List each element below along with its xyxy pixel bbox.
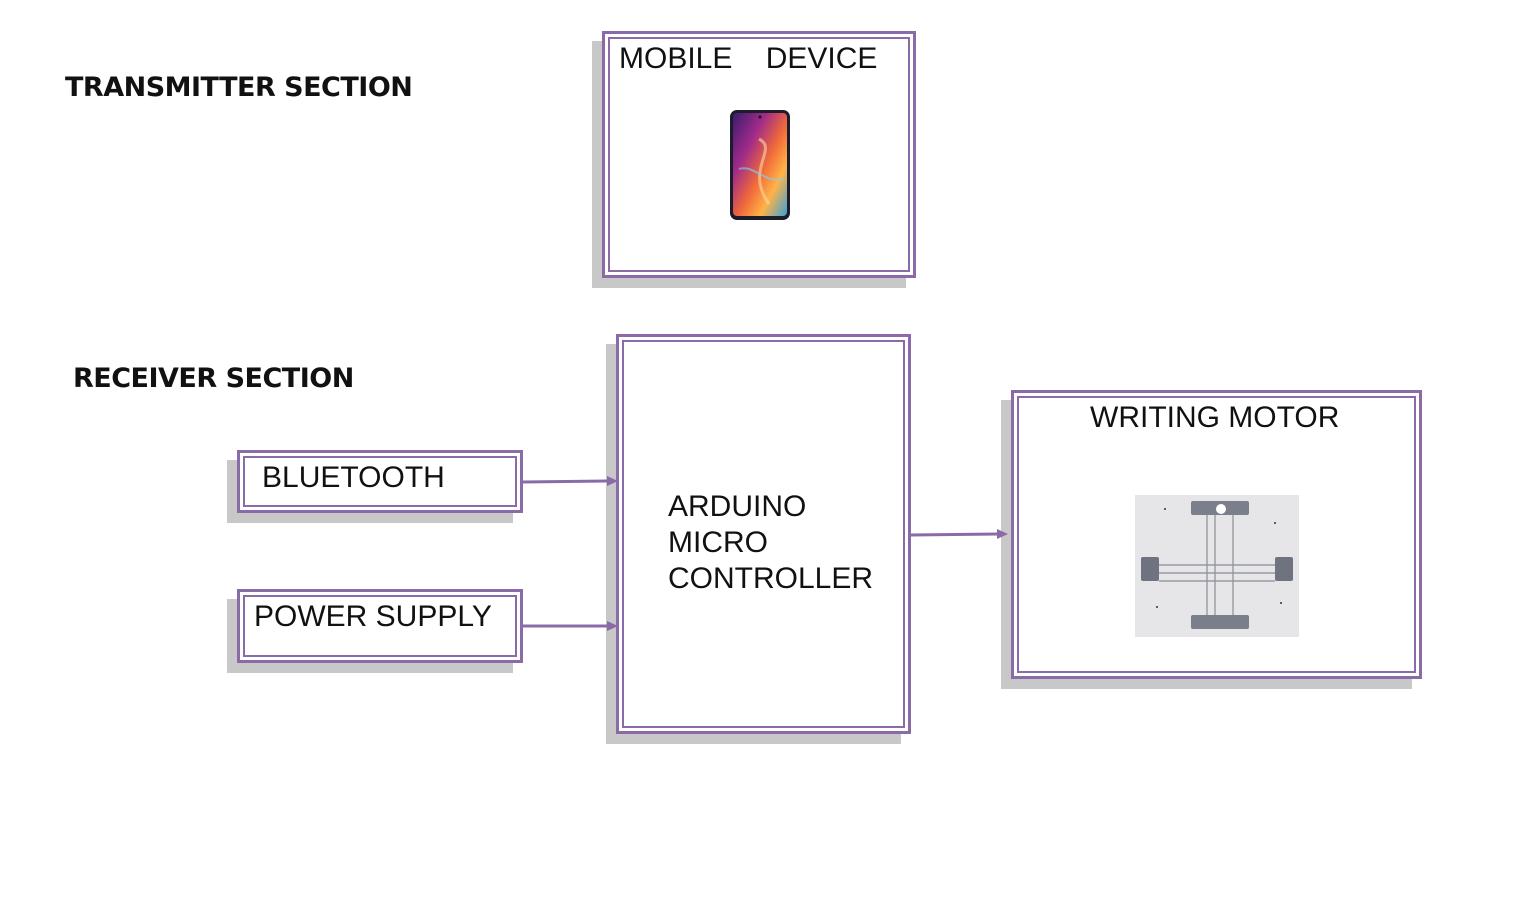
bluetooth-label: BLUETOOTH: [262, 461, 445, 494]
arduino-to-motor-arrow: [910, 532, 999, 537]
power-supply-block: POWER SUPPLY: [237, 589, 523, 663]
arduino-label-line2: MICRO: [668, 526, 768, 559]
smartphone-image: [730, 110, 790, 220]
arduino-block: ARDUINO MICRO CONTROLLER: [616, 334, 911, 734]
bluetooth-block: BLUETOOTH: [237, 450, 523, 513]
writing-motor-label: WRITING MOTOR: [1090, 401, 1340, 434]
mobile-device-block: MOBILE DEVICE: [602, 31, 916, 278]
arduino-label-line1: ARDUINO: [668, 490, 807, 523]
power-supply-label: POWER SUPPLY: [254, 600, 492, 633]
receiver-section-title: RECEIVER SECTION: [73, 363, 354, 394]
bluetooth-to-arduino-arrow: [522, 479, 609, 484]
xy-plotter-image: [1135, 495, 1299, 637]
mobile-device-label: MOBILE DEVICE: [619, 42, 878, 75]
transmitter-section-title: TRANSMITTER SECTION: [65, 72, 413, 103]
writing-motor-block: WRITING MOTOR: [1011, 390, 1422, 679]
arduino-label-line3: CONTROLLER: [668, 562, 874, 595]
